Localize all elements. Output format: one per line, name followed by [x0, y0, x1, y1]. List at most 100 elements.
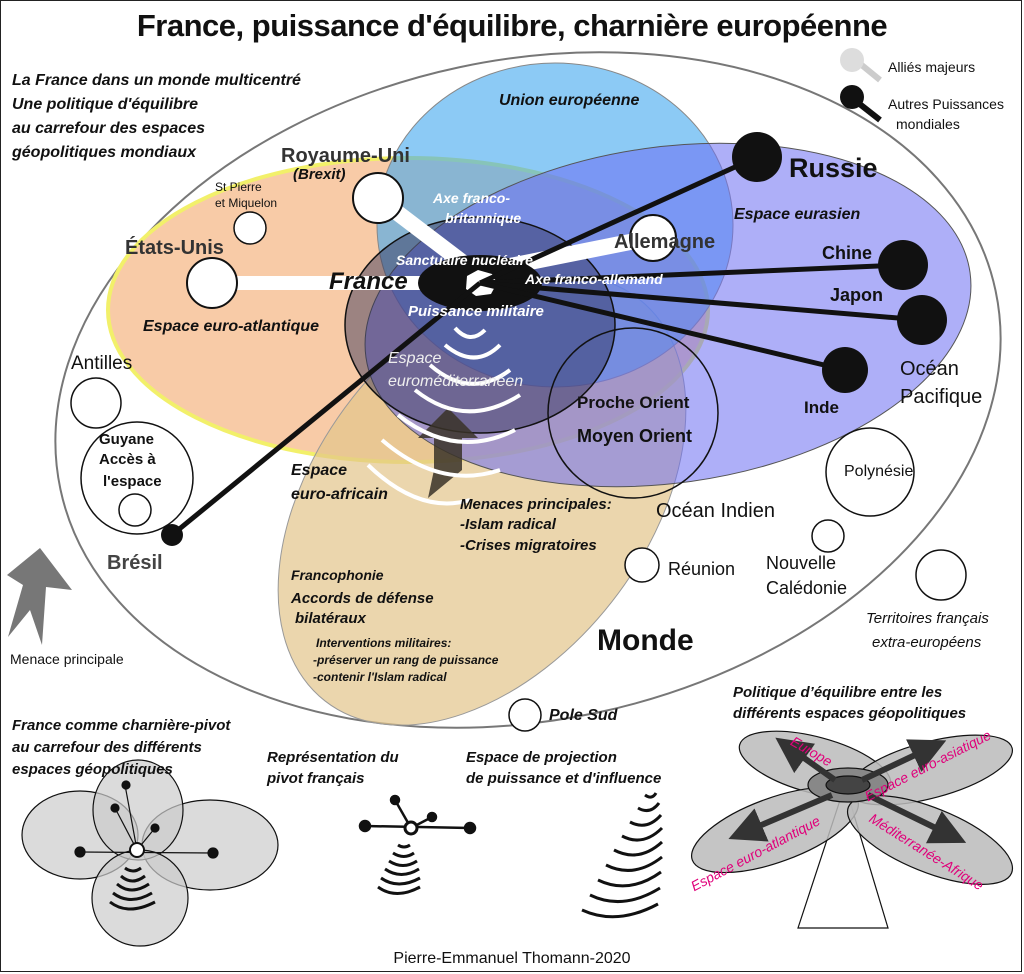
- pole-sud-label: Pole Sud: [549, 707, 618, 724]
- axe-franco-allemand-label: Axe franco-allemand: [525, 271, 663, 287]
- subtitle-line1: La France dans un monde multicentré: [12, 72, 301, 89]
- guyane-inner-circle: [118, 493, 152, 527]
- francophonie-label: Francophonie: [291, 567, 384, 583]
- etats-unis-label: États-Unis: [125, 237, 224, 259]
- guyane-label1: Guyane: [99, 431, 155, 448]
- france-label: France: [329, 268, 408, 295]
- menace-principale-icon: [7, 548, 72, 645]
- inde-circle: [822, 347, 868, 393]
- pivot-arcs: [377, 843, 421, 895]
- legend-territories-label2: extra-européens: [872, 634, 982, 651]
- reunion-circle: [624, 547, 660, 583]
- legend-other-powers-label2: mondiales: [896, 116, 960, 132]
- subtitle-line3: au carrefour des espaces: [12, 120, 205, 137]
- st-pierre-circle: [233, 211, 267, 245]
- eurasien-ellipse: [364, 142, 972, 488]
- euro-atlantique-label: Espace euro-atlantique: [143, 318, 320, 335]
- guyane-circle: [80, 421, 194, 535]
- royaume-uni-circle: [352, 172, 404, 224]
- credit: Pierre-Emmanuel Thomann-2020: [393, 950, 631, 967]
- menace-arrow-center: [418, 408, 478, 498]
- equilibre-arrows: [728, 737, 967, 844]
- subtitle-line4: géopolitiques mondiaux: [12, 144, 197, 161]
- allemagne-circle: [629, 214, 677, 262]
- legend-other-powers-icon: [840, 85, 882, 123]
- etats-unis-circle: [186, 257, 238, 309]
- legend-allies-label: Alliés majeurs: [888, 59, 976, 75]
- nouvelle-caledonie-label2: Calédonie: [766, 578, 848, 598]
- ocean-indien-label: Océan Indien: [656, 500, 775, 522]
- equilibre-label1: Politique d’équilibre entre les: [733, 684, 943, 701]
- allemagne-label: Allemagne: [614, 231, 716, 253]
- monde-label: Monde: [597, 624, 694, 657]
- legend-allies-icon: [840, 48, 882, 83]
- menaces-item2: -Crises migratoires: [460, 537, 597, 554]
- polynesie-circle: [825, 427, 915, 517]
- antilles-circle: [70, 377, 122, 429]
- russie-label: Russie: [789, 153, 878, 183]
- nouvelle-caledonie-circle: [811, 519, 845, 553]
- projection-legend-arcs: [581, 792, 664, 919]
- legend-other-powers-label1: Autres Puissances: [888, 96, 1004, 112]
- euro-africain-label2: euro-africain: [291, 486, 388, 503]
- bresil-label: Brésil: [107, 552, 163, 574]
- power-links: [170, 154, 923, 537]
- projection-arcs: [366, 326, 522, 506]
- pivot-label2: pivot français: [267, 770, 365, 787]
- puissance-militaire-label: Puissance militaire: [408, 303, 544, 320]
- charniere-diagram: [21, 759, 279, 947]
- ue-label: Union européenne: [499, 92, 640, 109]
- accords-label2: bilatéraux: [295, 610, 366, 627]
- equilibre-label2: différents espaces géopolitiques: [733, 705, 967, 722]
- bresil-circle: [161, 524, 183, 546]
- eurasien-label: Espace eurasien: [734, 206, 861, 223]
- russie-circle: [732, 132, 782, 182]
- chine-label: Chine: [822, 243, 873, 263]
- pivot-diagram: [358, 794, 477, 836]
- monde-ellipse: [54, 51, 1002, 729]
- legend-menace-label: Menace principale: [10, 651, 124, 667]
- brexit-label: (Brexit): [293, 166, 346, 183]
- charniere-label2: au carrefour des différents: [12, 739, 202, 756]
- st-pierre-label1: St Pierre: [215, 180, 262, 194]
- japon-circle: [897, 295, 947, 345]
- interventions-title: Interventions militaires:: [316, 636, 452, 650]
- accords-label1: Accords de défense: [291, 590, 434, 607]
- nouvelle-caledonie-label1: Nouvelle: [766, 553, 837, 573]
- page-title: France, puissance d'équilibre, charnière…: [136, 8, 888, 43]
- euromed-ellipse: [344, 216, 616, 434]
- proche-orient-circle: [547, 327, 719, 499]
- inde-label: Inde: [804, 398, 839, 417]
- moyen-orient-label: Moyen Orient: [577, 426, 693, 446]
- chine-circle: [878, 240, 928, 290]
- subtitle-line2: Une politique d'équilibre: [12, 96, 199, 113]
- charniere-label3: espaces géopolitiques: [12, 761, 173, 778]
- menaces-title: Menaces principales:: [460, 496, 612, 513]
- axe-franco-britannique-label2: britannique: [445, 210, 522, 226]
- guyane-label2: Accès à: [99, 451, 156, 468]
- projection-label2: de puissance et d'influence: [466, 770, 662, 787]
- st-pierre-label2: et Miquelon: [215, 196, 278, 210]
- projection-label1: Espace de projection: [466, 749, 617, 766]
- euromed-label2: euroméditerranéen: [388, 373, 524, 390]
- axe-franco-britannique-label1: Axe franco-: [433, 190, 511, 206]
- euromed-label1: Espace: [388, 350, 442, 367]
- polynesie-label: Polynésie: [844, 463, 914, 480]
- charniere-label1: France comme charnière-pivot: [12, 717, 231, 734]
- interventions-item1: -préserver un rang de puissance: [313, 653, 499, 667]
- guyane-label3: l'espace: [103, 473, 162, 490]
- royaume-uni-label: Royaume-Uni: [281, 145, 410, 167]
- charniere-arcs: [109, 866, 156, 911]
- ocean-pacifique-label1: Océan: [900, 358, 959, 380]
- euro-africain-label1: Espace: [291, 462, 348, 479]
- sanctuaire-label: Sanctuaire nucléaire: [396, 252, 533, 268]
- antilles-label: Antilles: [71, 353, 133, 374]
- interventions-item2: -contenir l'Islam radical: [313, 670, 447, 684]
- pole-sud-circle: [508, 698, 542, 732]
- territoires-legend-circle: [915, 549, 967, 601]
- reunion-label: Réunion: [668, 559, 736, 579]
- pivot-label1: Représentation du: [267, 749, 399, 766]
- menaces-item1: -Islam radical: [460, 516, 556, 533]
